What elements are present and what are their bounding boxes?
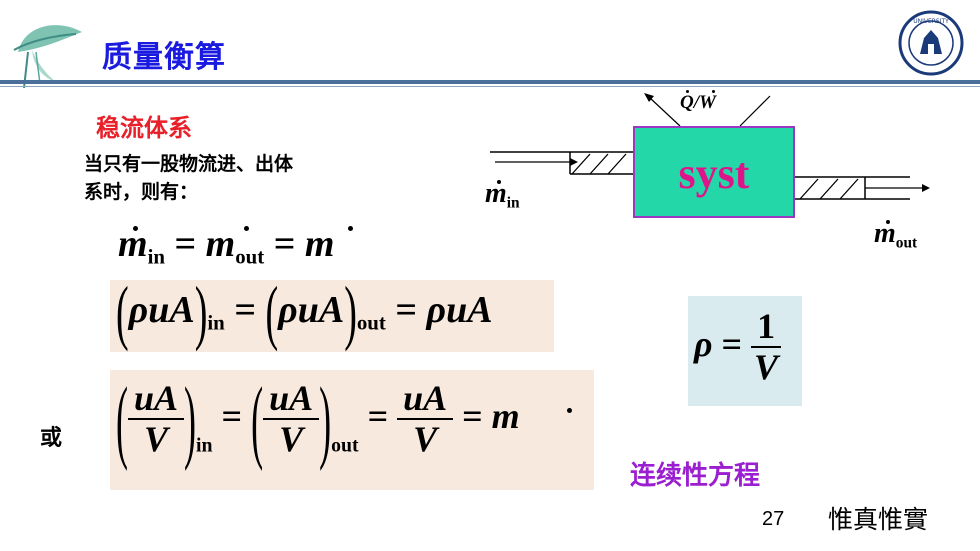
inlet-dot [497, 180, 501, 184]
eq1-m: m [304, 223, 335, 265]
eq1-equals-1: = [174, 223, 197, 265]
eq3-den-2: V [279, 418, 304, 459]
inlet-m: m [485, 178, 507, 209]
eq1-dot-3 [348, 226, 353, 231]
eq3-rparen-2: ) [319, 367, 332, 472]
eq2-lparen-2: ( [265, 273, 279, 354]
eq2-term-in: ρuA [128, 289, 195, 331]
outlet-dot [886, 220, 890, 224]
eq3-sub-in: in [196, 434, 213, 457]
rho-denominator: V [754, 346, 779, 387]
outlet-m: m [874, 218, 896, 249]
eq2-sub-out: out [356, 310, 386, 335]
eq2-sub-in: in [207, 310, 225, 335]
university-motto: 惟真惟實 [828, 505, 929, 534]
equation-volume-box [110, 370, 594, 490]
description-line-2: 系时，则有： [84, 181, 199, 203]
eq1-dot-2 [244, 226, 249, 231]
equation-mass-flow: min = mout = m [118, 222, 334, 269]
eq1-sub-out: out [235, 244, 265, 269]
equation-rho-u-a: (ρuA)in = (ρuA)out = ρuA [116, 273, 493, 353]
eq3-num-3: uA [397, 379, 454, 420]
eq2-rparen-2: ) [344, 273, 357, 354]
outlet-flow-label: mout [874, 218, 917, 252]
outlet-sub: out [895, 234, 918, 252]
eq3-m: m [491, 395, 520, 436]
eq1-equals-2: = [273, 223, 296, 265]
eq3-den-1: V [144, 418, 169, 459]
eq2-lparen-1: ( [116, 273, 129, 354]
eq3-m-dot [567, 408, 572, 413]
heat-dot [686, 90, 689, 93]
inlet-sub: in [506, 194, 520, 212]
eq3-equals-1: = [221, 395, 243, 436]
eq3-rparen-1: ) [184, 367, 197, 472]
header-divider [0, 80, 980, 84]
rho-numerator: 1 [751, 307, 782, 348]
section-title: 稳流体系 [96, 114, 192, 142]
eq1-dot-1 [133, 226, 138, 231]
description: 当只有一股物流进、出体 系时，则有： [84, 150, 293, 206]
continuity-equation-label: 连续性方程 [630, 461, 761, 491]
eq3-equals-2: = [367, 395, 389, 436]
page-number: 27 [762, 508, 785, 530]
equation-rho-u-a-box [110, 280, 554, 352]
rho-fraction: 1 V [751, 307, 782, 387]
eq2-term: ρuA [426, 289, 493, 331]
density-equation: ρ = 1 V [694, 307, 782, 387]
eq3-lparen-2: ( [251, 367, 264, 472]
system-label: syst [678, 149, 750, 198]
eq2-term-out: ρuA [278, 289, 345, 331]
eq3-lparen-1: ( [116, 367, 128, 472]
university-seal-icon: UNIVERSITY [898, 10, 964, 76]
eq3-num-1: uA [128, 379, 185, 420]
eq2-equals-2: = [395, 289, 418, 331]
eq3-den-3: V [413, 418, 438, 459]
or-label: 或 [40, 426, 63, 451]
system-box: syst [633, 126, 795, 218]
eq3-equals-3: = [462, 395, 483, 436]
density-box [688, 296, 802, 406]
eq1-sub-in: in [147, 244, 165, 269]
page-title: 质量衡算 [102, 40, 226, 75]
heat-work-label: Q/W [680, 92, 716, 114]
work-dot [712, 90, 715, 93]
inlet-flow-label: min [485, 178, 520, 212]
description-line-1: 当只有一股物流进、出体 [84, 153, 294, 175]
eq2-equals-1: = [234, 289, 256, 331]
rho-equals: = [721, 323, 743, 364]
eq1-m-out: m [205, 223, 236, 265]
heat-work-text: Q/W [680, 92, 716, 113]
rho-symbol: ρ [694, 323, 713, 364]
header-divider-thin [0, 86, 980, 87]
svg-text:UNIVERSITY: UNIVERSITY [913, 18, 949, 25]
eq3-num-2: uA [263, 379, 320, 420]
leaf-logo [13, 25, 82, 89]
eq1-m-in: m [118, 223, 148, 265]
flow-diagram [490, 93, 930, 200]
eq3-sub-out: out [331, 434, 359, 457]
eq2-rparen-1: ) [194, 273, 208, 354]
